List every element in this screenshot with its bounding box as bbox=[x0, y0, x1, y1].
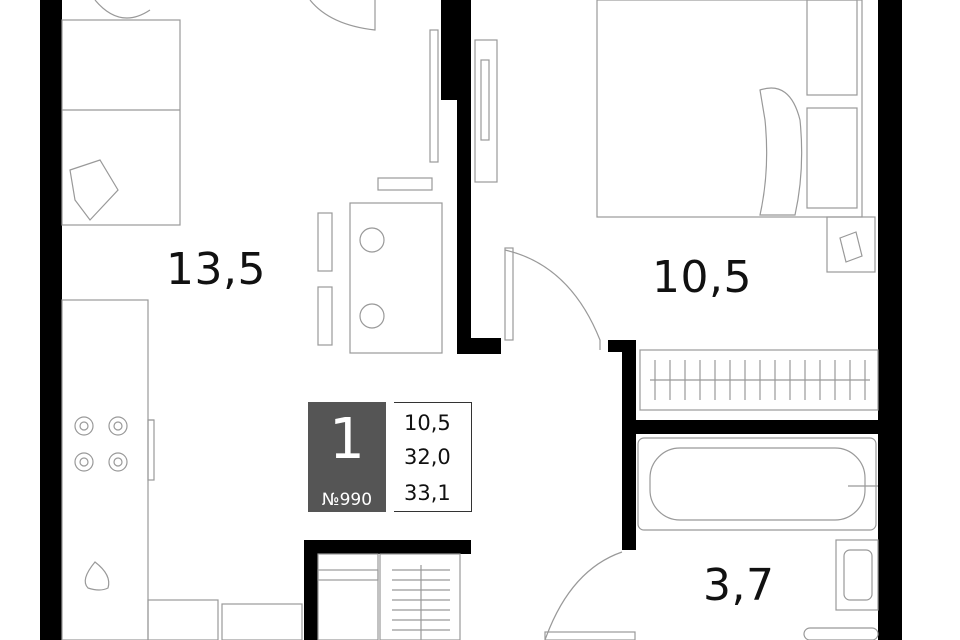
apartment-badge: 1 №990 bbox=[308, 402, 386, 512]
rooms-count: 1 bbox=[329, 407, 365, 472]
wall-center-bottom-cap bbox=[457, 338, 501, 354]
wall-lower-left bbox=[304, 540, 318, 640]
wall-center-upper-thick bbox=[441, 0, 471, 100]
area-summary: 10,5 32,0 33,1 bbox=[394, 402, 472, 512]
wall-left-outer bbox=[40, 0, 62, 640]
apartment-number: №990 bbox=[321, 490, 373, 510]
bathtub bbox=[637, 437, 877, 531]
wardrobe bbox=[639, 349, 879, 411]
wall-bath-divider bbox=[636, 420, 880, 434]
total-area-value: 32,0 bbox=[404, 445, 451, 469]
bedroom-area-label: 10,5 bbox=[652, 252, 752, 303]
door-bathroom bbox=[544, 551, 623, 640]
furniture bbox=[61, 0, 879, 640]
sofa bbox=[61, 19, 181, 226]
bed bbox=[596, 0, 863, 218]
door-bedroom bbox=[504, 249, 601, 350]
sink-drop bbox=[84, 561, 110, 591]
living-area-label: 13,5 bbox=[166, 244, 266, 295]
bathroom-area-label: 3,7 bbox=[703, 560, 775, 611]
stove-burners bbox=[74, 416, 128, 472]
wall-right-outer bbox=[878, 0, 902, 640]
bathroom-sink bbox=[835, 539, 879, 611]
cushion-top bbox=[94, 0, 151, 19]
dining-table bbox=[349, 202, 443, 354]
walls bbox=[40, 0, 902, 640]
door-top-left bbox=[309, 0, 376, 31]
living-area-value: 10,5 bbox=[404, 411, 451, 435]
cushion-bottom bbox=[69, 159, 119, 221]
total-area-with-balcony-value: 33,1 bbox=[404, 481, 451, 505]
wall-lower-cap bbox=[304, 540, 471, 554]
wall-bathroom-vertical bbox=[622, 340, 636, 550]
